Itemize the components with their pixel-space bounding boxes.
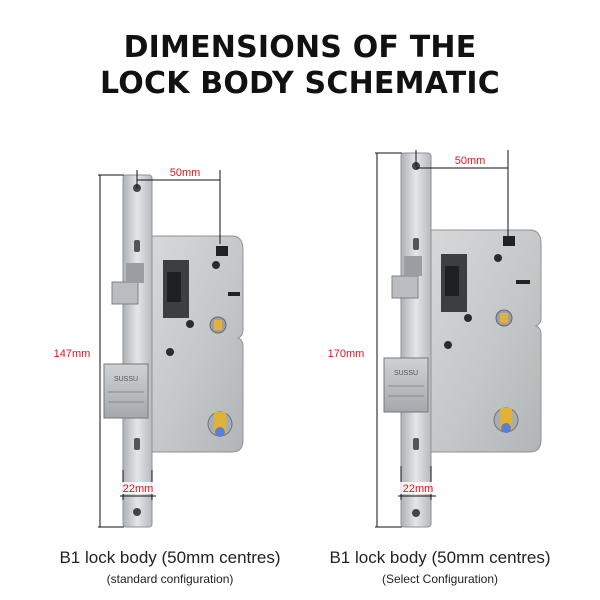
right-latch: SUSSU [383, 357, 429, 413]
title-line-2: LOCK BODY SCHEMATIC [100, 66, 500, 101]
left-lock: 147mm SUSSU [50, 167, 244, 528]
left-screw [212, 261, 220, 269]
left-caption-subtitle: (standard configuration) [106, 572, 234, 586]
left-caption-title: B1 lock body (50mm centres) [59, 548, 281, 567]
svg-text:SUSSU: SUSSU [114, 376, 138, 383]
right-deadbolt [391, 275, 419, 299]
left-faceplate-dimension: 22mm [118, 470, 158, 500]
left-height-label: 147mm [54, 348, 91, 360]
right-width-label: 50mm [455, 155, 486, 167]
right-height-dimension: 170mm [322, 152, 402, 528]
svg-text:SUSSU: SUSSU [394, 370, 418, 377]
right-dim-marker [503, 236, 515, 246]
right-faceplate [400, 152, 432, 528]
right-height-label: 170mm [328, 348, 365, 360]
left-dim-marker [216, 246, 228, 256]
left-deadbolt [111, 281, 139, 305]
left-height-dimension: 147mm [50, 174, 124, 528]
right-faceplate-label: 22mm [403, 483, 434, 495]
left-faceplate-label: 22mm [123, 483, 154, 495]
left-latch: SUSSU [103, 363, 149, 419]
right-faceplate-dimension: 22mm [397, 466, 437, 500]
right-width-dimension: 50mm [415, 150, 509, 236]
left-caption: B1 lock body (50mm centres) (standard co… [30, 548, 310, 586]
left-faceplate [122, 174, 153, 528]
title-line-1: DIMENSIONS OF THE [123, 30, 477, 65]
right-caption-subtitle: (Select Configuration) [381, 572, 499, 586]
left-width-label: 50mm [170, 167, 201, 179]
right-lock: 170mm SUSSU [322, 150, 542, 528]
right-caption: B1 lock body (50mm centres) (Select Conf… [300, 548, 580, 586]
left-width-dimension: 50mm [136, 167, 221, 244]
right-caption-title: B1 lock body (50mm centres) [329, 548, 551, 567]
